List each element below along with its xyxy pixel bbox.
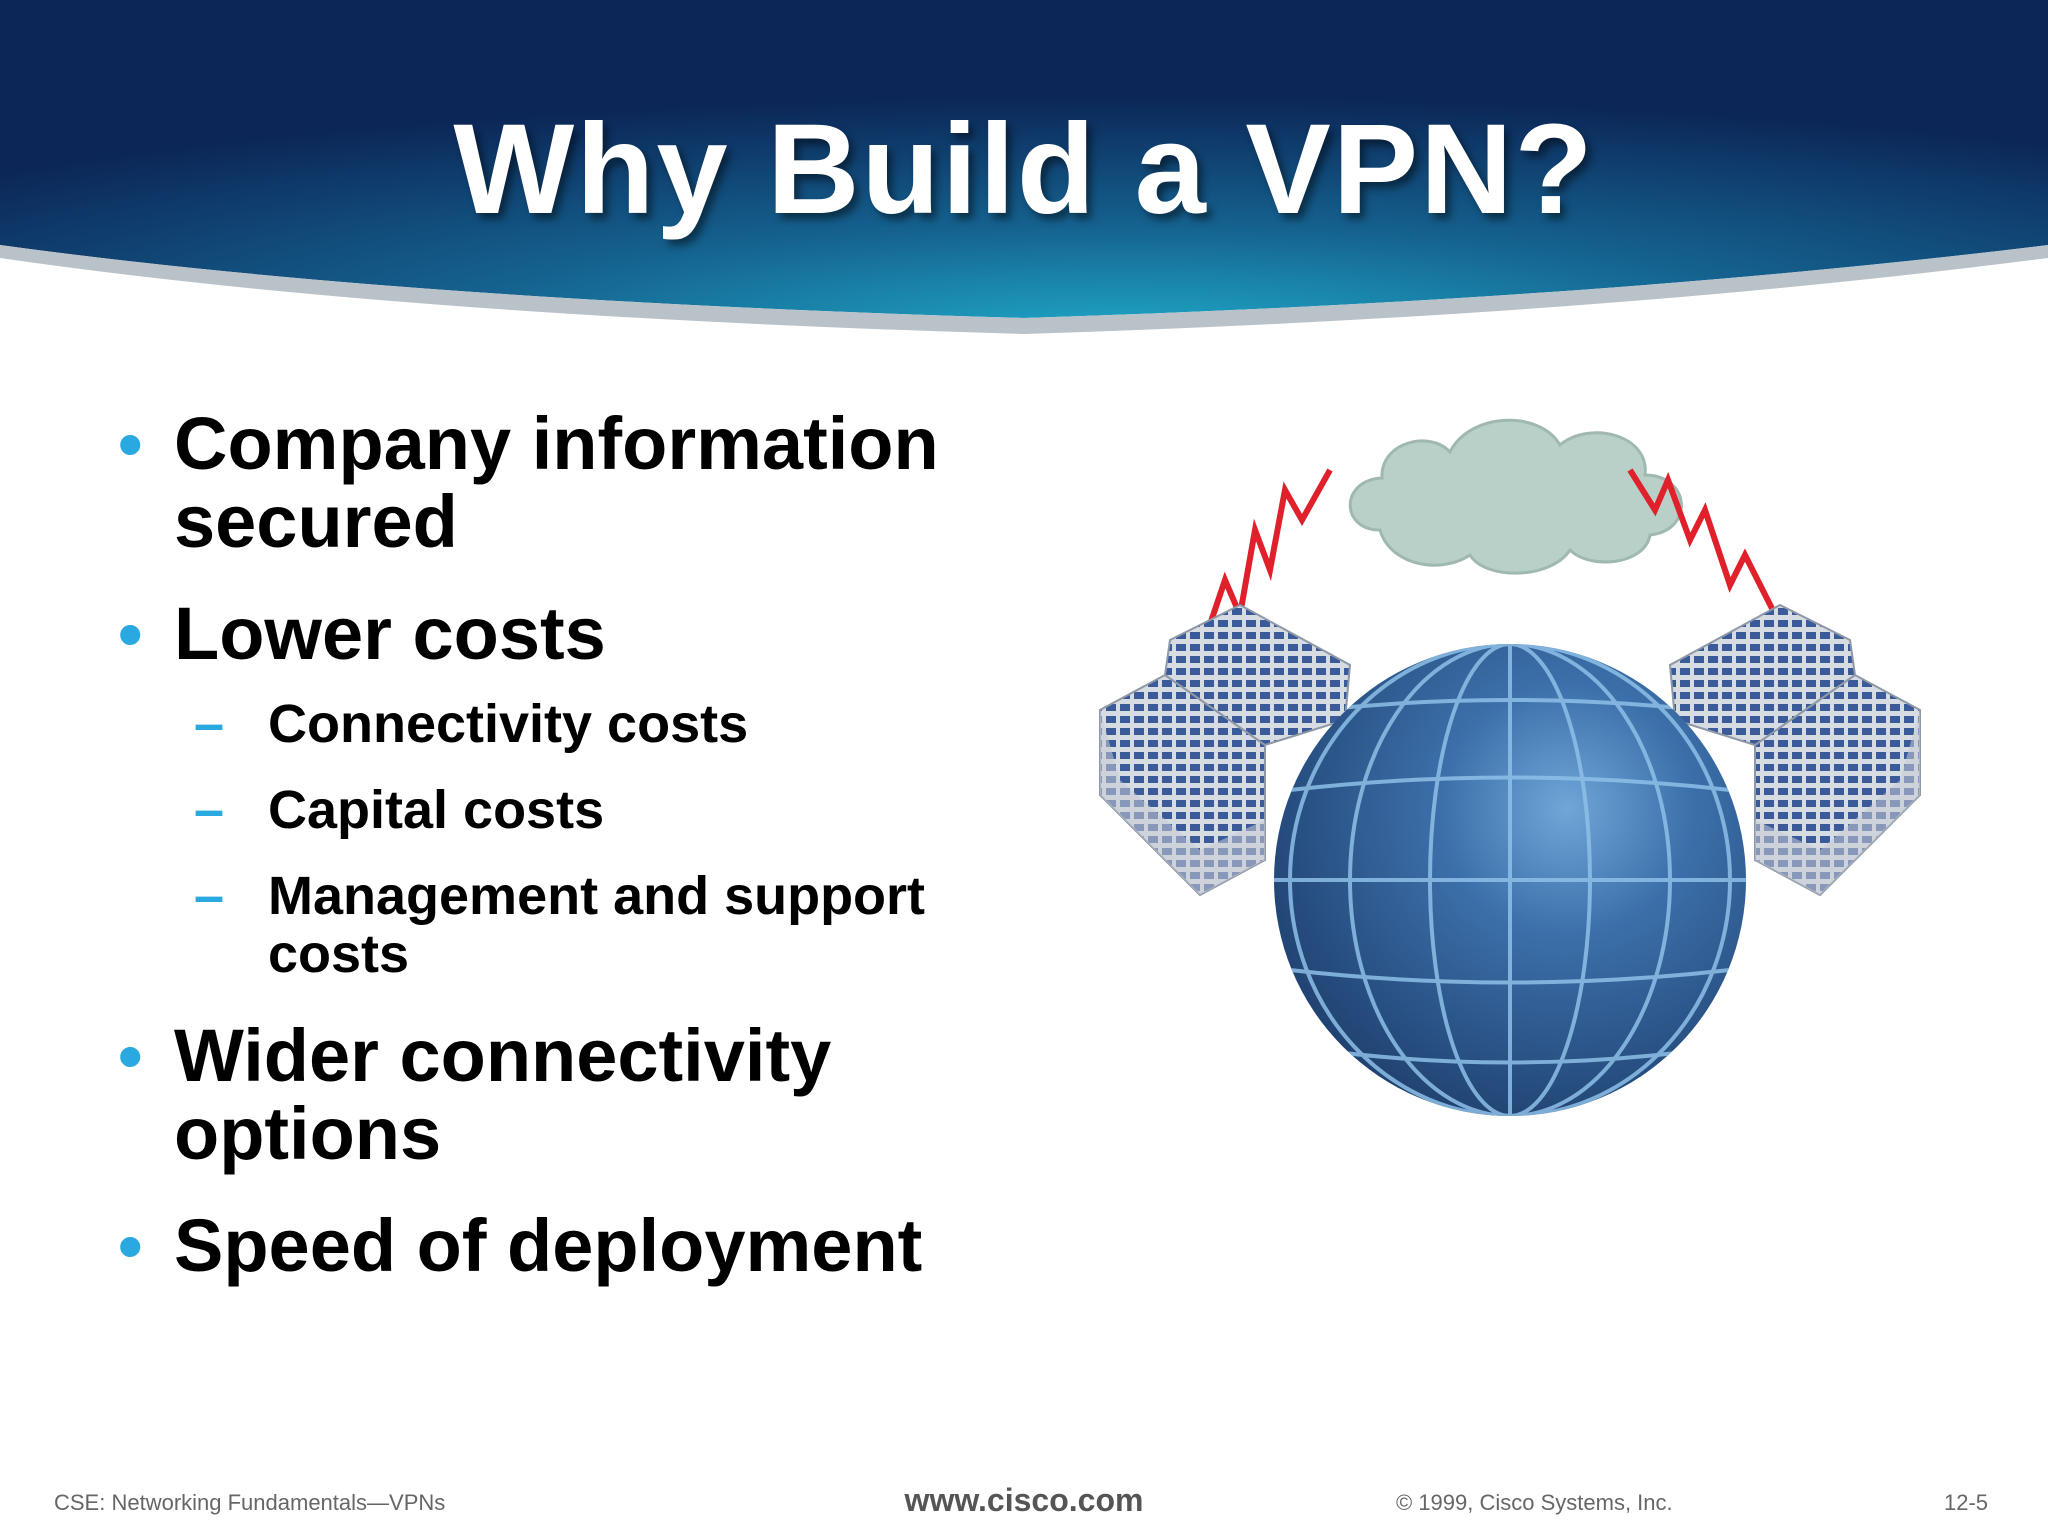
- sub-bullet-text: Management and support costs: [268, 866, 926, 984]
- footer-copyright: © 1999, Cisco Systems, Inc.: [1396, 1490, 1673, 1515]
- footer-page-number: 12-5: [1944, 1490, 1989, 1515]
- building-icon: [1668, 603, 1921, 897]
- bullet-text: Company information secured: [174, 402, 939, 563]
- footer-url: www.cisco.com: [904, 1482, 1144, 1518]
- sub-bullet-item: – Management and support costs: [174, 867, 1038, 983]
- bullet-item: • Lower costs – Connectivity costs – Cap…: [118, 592, 1038, 984]
- bullet-dot-icon: •: [118, 595, 143, 673]
- globe-icon: [1274, 644, 1746, 1116]
- dash-icon: –: [194, 694, 225, 754]
- dash-icon: –: [194, 866, 225, 926]
- sub-bullet-text: Capital costs: [268, 780, 605, 840]
- footer-course: CSE: Networking Fundamentals—VPNs: [54, 1490, 446, 1515]
- bullet-text: Wider connectivity options: [174, 1014, 832, 1175]
- header-banner: [0, 0, 2048, 334]
- dash-icon: –: [194, 780, 225, 840]
- vpn-illustration: [1099, 418, 1921, 1116]
- bullet-dot-icon: •: [118, 1017, 143, 1095]
- bullet-item: • Wider connectivity options: [118, 1017, 1038, 1173]
- bullet-dot-icon: •: [118, 405, 143, 483]
- bullet-dot-icon: •: [118, 1207, 143, 1285]
- bullet-list: • Company information secured • Lower co…: [118, 405, 1038, 1319]
- sub-bullet-list: – Connectivity costs – Capital costs – M…: [174, 695, 1038, 983]
- bullet-text: Speed of deployment: [174, 1204, 923, 1287]
- lightning-icon: [1195, 468, 1333, 661]
- bullet-text: Lower costs: [174, 592, 606, 675]
- cloud-icon: [1348, 418, 1683, 575]
- building-icon: [1099, 603, 1352, 897]
- sub-bullet-text: Connectivity costs: [268, 694, 749, 754]
- bullet-item: • Company information secured: [118, 405, 1038, 561]
- bullet-item: • Speed of deployment: [118, 1204, 1038, 1287]
- lightning-icon: [1627, 468, 1801, 662]
- sub-bullet-item: – Capital costs: [174, 781, 1038, 839]
- sub-bullet-item: – Connectivity costs: [174, 695, 1038, 753]
- slide-title: Why Build a VPN?: [453, 98, 1595, 241]
